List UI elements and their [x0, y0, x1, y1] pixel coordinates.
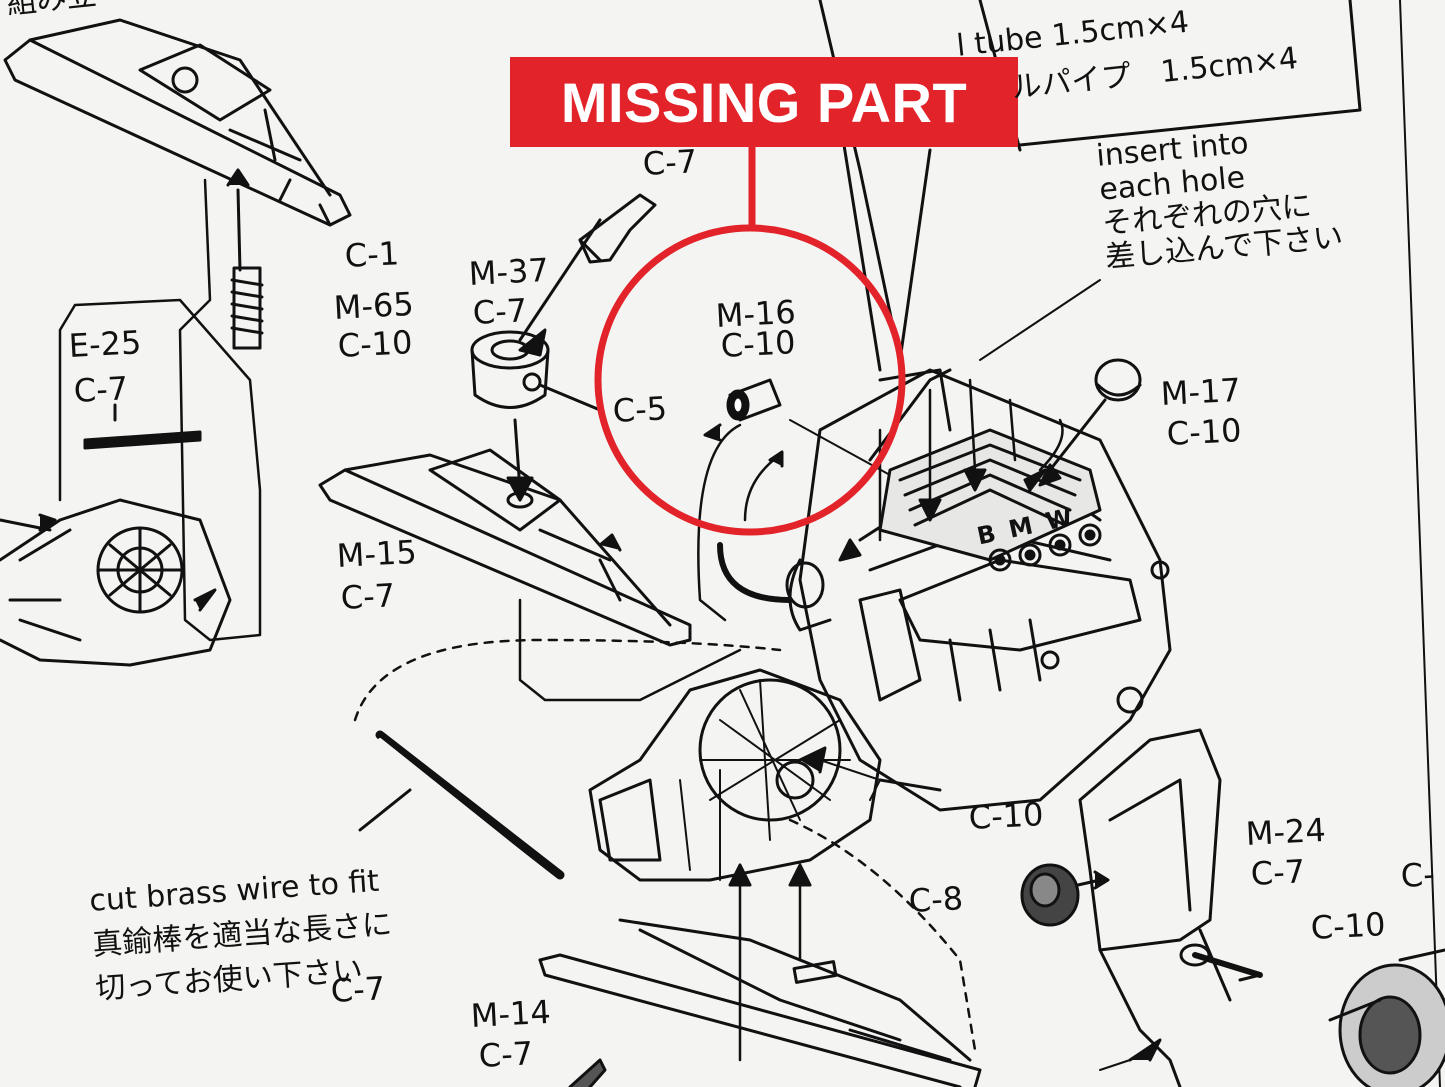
part-label: C-7 [72, 369, 130, 410]
missing-part-banner: MISSING PART [510, 57, 1018, 147]
part-label: M-17 [1159, 370, 1242, 413]
part-label: C-10 [336, 323, 414, 365]
bracket-top [3, 18, 352, 227]
part-label: C-7 [1249, 852, 1307, 893]
part-label: M-65 [332, 284, 415, 327]
transmission-left [0, 498, 232, 667]
part-label: M-14 [469, 992, 552, 1035]
wire-note: cut brass wire to fit 真鍮棒を適当な長さに 切ってお使い下… [88, 859, 396, 1012]
frame-line [818, 0, 902, 362]
part-label: C-8 [907, 879, 965, 920]
part-label: M-24 [1244, 810, 1327, 853]
wheel-hub [1328, 948, 1445, 1087]
wedge-part [578, 193, 657, 264]
plate-part [83, 430, 202, 450]
part-label: E-25 [67, 323, 143, 365]
transmission-main [588, 668, 942, 882]
frame-line [1399, 0, 1441, 1087]
part-label: C- [1399, 855, 1436, 895]
insert-note: insert into each hole それぞれの穴に 差し込んで下さい [1095, 119, 1345, 276]
part-label: C-7 [641, 142, 699, 183]
dashed-guide [788, 818, 977, 1052]
dashed-guide [353, 638, 782, 722]
part-label: C-7 [339, 576, 397, 617]
frame-line [898, 148, 932, 362]
rubber-bushing [1020, 863, 1110, 927]
spring-part [226, 168, 264, 350]
part-label: C-5 [611, 389, 669, 430]
routing-line [58, 178, 262, 642]
part-label: C-10 [1309, 905, 1387, 947]
bracket-mid [318, 448, 692, 647]
tube-box [1018, 0, 1362, 147]
part-label: M-37 [467, 250, 550, 293]
cap-part [1038, 358, 1142, 487]
collar-part [470, 218, 602, 412]
bracket-bottom [538, 918, 982, 1087]
part-label: M-15 [335, 532, 418, 575]
missing-part-highlight [594, 147, 906, 536]
engine-block [717, 368, 1172, 812]
frame-line [838, 118, 882, 372]
support-right [1078, 728, 1263, 1087]
part-label: C-1 [343, 234, 401, 275]
brass-rod [375, 730, 565, 880]
part-label: C-10 [719, 323, 797, 365]
part-label: C-7 [471, 291, 529, 332]
part-label: C-10 [967, 795, 1045, 837]
part-label: C-7 [477, 1034, 535, 1075]
part-label: C-10 [1165, 411, 1243, 453]
bottom-spring [568, 1058, 607, 1087]
